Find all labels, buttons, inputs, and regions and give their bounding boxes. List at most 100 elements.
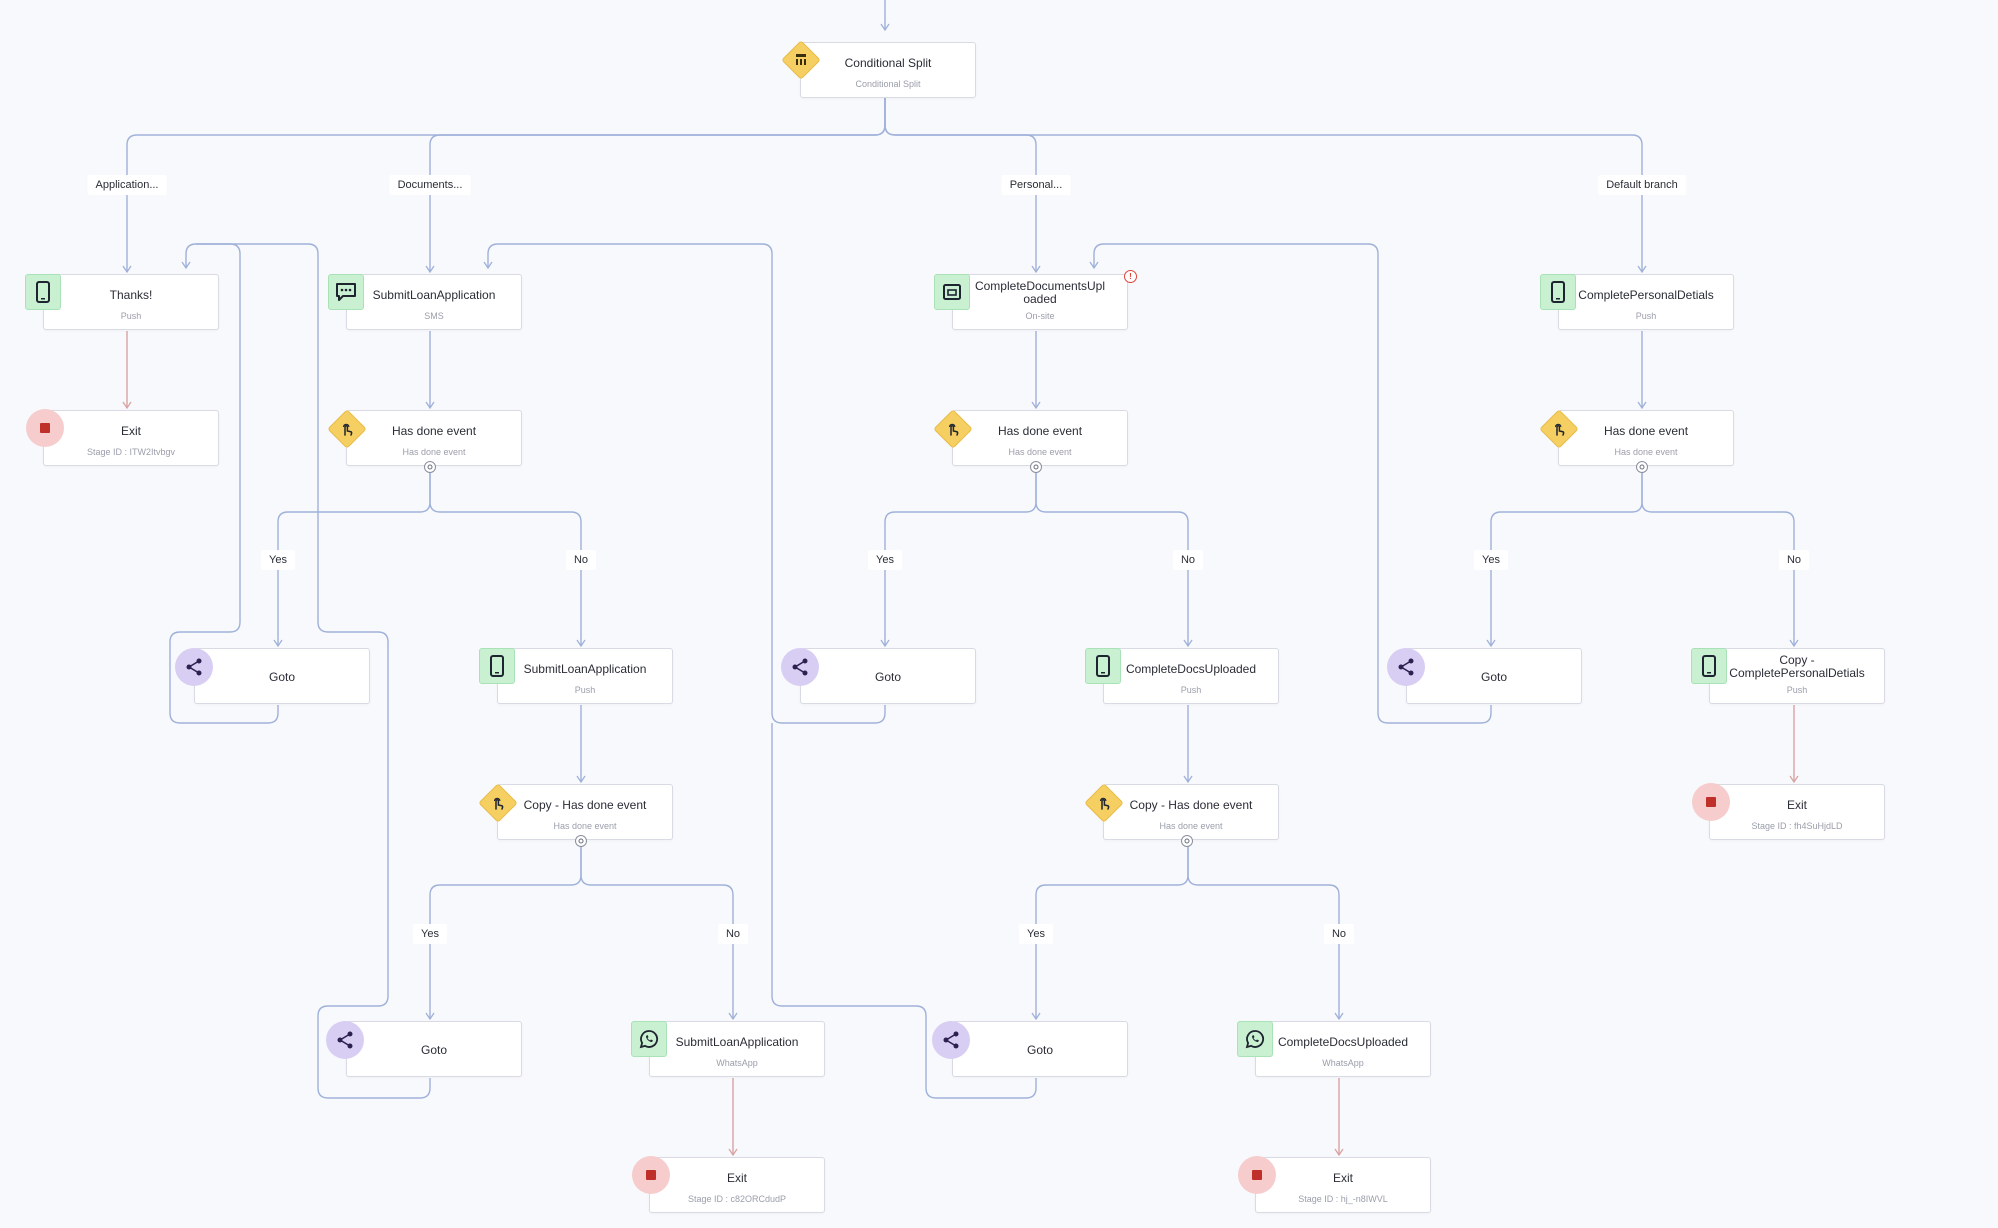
- no-label[interactable]: No: [565, 550, 597, 570]
- no-label[interactable]: No: [1323, 924, 1355, 944]
- node-subtitle: Push: [1786, 685, 1808, 695]
- goto-node[interactable]: Goto: [952, 1021, 1128, 1077]
- no-label[interactable]: No: [717, 924, 749, 944]
- arrow-head: [1031, 401, 1041, 410]
- share-goto-icon: [781, 648, 819, 686]
- mobile-phone-icon: [1691, 648, 1727, 684]
- branch-label-default[interactable]: Default branch: [1598, 175, 1686, 195]
- share-goto-icon: [175, 648, 213, 686]
- arrow-head: [1183, 775, 1193, 784]
- has-done-event-node[interactable]: Has done event Has done event: [346, 410, 522, 466]
- gear-icon[interactable]: [1636, 461, 1648, 473]
- stop-exit-icon: [1238, 1156, 1276, 1194]
- connector-line: [126, 98, 886, 272]
- mobile-phone-icon: [479, 648, 515, 684]
- node-title: SubmitLoanApplication: [372, 288, 496, 302]
- share-goto-icon: [326, 1021, 364, 1059]
- exit-node[interactable]: Exit Stage ID : c82ORCdudP: [649, 1157, 825, 1213]
- node-subtitle: Has done event: [1614, 447, 1678, 457]
- push-node-submit-loan-application[interactable]: SubmitLoanApplication Push: [497, 648, 673, 704]
- has-done-event-node[interactable]: Has done event Has done event: [952, 410, 1128, 466]
- gear-icon[interactable]: [575, 835, 587, 847]
- node-title: CompleteDocsUploaded: [1277, 1035, 1409, 1049]
- gear-icon[interactable]: [1030, 461, 1042, 473]
- arrow-head: [1334, 1012, 1344, 1021]
- exit-node[interactable]: Exit Stage ID : fh4SuHjdLD: [1709, 784, 1885, 840]
- whatsapp-node-complete-docs-uploaded[interactable]: CompleteDocsUploaded WhatsApp: [1255, 1021, 1431, 1077]
- arrow-head: [1089, 261, 1099, 270]
- gear-icon[interactable]: [424, 461, 436, 473]
- connector-line: [1490, 467, 1643, 646]
- node-subtitle: SMS: [424, 311, 444, 321]
- node-title: Goto: [420, 1043, 447, 1057]
- branch-label-application[interactable]: Application...: [87, 175, 167, 195]
- yes-label[interactable]: Yes: [413, 924, 447, 944]
- branch-label-documents[interactable]: Documents...: [389, 175, 471, 195]
- arrow-head: [483, 261, 493, 270]
- connector-line: [1641, 467, 1795, 646]
- node-title-line-2: CompletePersonalDetials: [1729, 666, 1865, 680]
- node-subtitle: Has done event: [1159, 821, 1223, 831]
- arrow-head: [1031, 1012, 1041, 1021]
- copy-has-done-event-node[interactable]: Copy - Has done event Has done event: [497, 784, 673, 840]
- share-goto-icon: [1387, 648, 1425, 686]
- yes-label[interactable]: Yes: [868, 550, 902, 570]
- gear-icon[interactable]: [1181, 835, 1193, 847]
- exit-node[interactable]: Exit Stage ID : hj_-n8IWVL: [1255, 1157, 1431, 1213]
- node-subtitle: WhatsApp: [1322, 1058, 1364, 1068]
- goto-node[interactable]: Goto: [194, 648, 370, 704]
- node-title-line-2: oaded: [1023, 292, 1057, 306]
- no-label[interactable]: No: [1172, 550, 1204, 570]
- arrow-head: [1637, 265, 1647, 274]
- whatsapp-icon: [1237, 1021, 1273, 1057]
- node-title: Copy -CompletePersonalDetials: [1710, 654, 1884, 680]
- touch-hand-icon: [933, 409, 973, 449]
- sms-node-submit-loan-application[interactable]: SubmitLoanApplication SMS: [346, 274, 522, 330]
- touch-hand-icon: [1084, 783, 1124, 823]
- arrow-head: [1334, 1148, 1344, 1157]
- touch-hand-icon: [327, 409, 367, 449]
- branch-label-personal[interactable]: Personal...: [1001, 175, 1071, 195]
- stage-id: Stage ID : c82ORCdudP: [687, 1194, 787, 1204]
- goto-node[interactable]: Goto: [1406, 648, 1582, 704]
- has-done-event-node[interactable]: Has done event Has done event: [1558, 410, 1734, 466]
- push-node-copy-complete-personal-detials[interactable]: Copy -CompletePersonalDetials Push: [1709, 648, 1885, 704]
- yes-label[interactable]: Yes: [261, 550, 295, 570]
- push-node-thanks[interactable]: Thanks! Push: [43, 274, 219, 330]
- node-title: Goto: [1480, 670, 1507, 684]
- exit-node[interactable]: Exit Stage ID : ITW2Itvbgv: [43, 410, 219, 466]
- goto-node[interactable]: Goto: [800, 648, 976, 704]
- no-label[interactable]: No: [1778, 550, 1810, 570]
- node-subtitle: Push: [1180, 685, 1202, 695]
- whatsapp-node-submit-loan-application[interactable]: SubmitLoanApplication WhatsApp: [649, 1021, 825, 1077]
- connector-line: [429, 98, 886, 272]
- node-title: Goto: [874, 670, 901, 684]
- arrow-head: [1637, 401, 1647, 410]
- node-title: CompletePersonalDetials: [1578, 288, 1714, 302]
- node-title: Thanks!: [109, 288, 153, 302]
- touch-hand-icon: [478, 783, 518, 823]
- yes-label[interactable]: Yes: [1474, 550, 1508, 570]
- stage-id: Stage ID : hj_-n8IWVL: [1298, 1194, 1388, 1204]
- arrow-head: [880, 639, 890, 648]
- conditional-split-node[interactable]: Conditional Split Conditional Split: [800, 42, 976, 98]
- copy-has-done-event-node[interactable]: Copy - Has done event Has done event: [1103, 784, 1279, 840]
- mobile-phone-icon: [25, 274, 61, 310]
- arrow-head: [728, 1012, 738, 1021]
- stage-id: Stage ID : ITW2Itvbgv: [86, 447, 176, 457]
- mobile-phone-icon: [1085, 648, 1121, 684]
- node-title: Exit: [1332, 1171, 1353, 1185]
- warning-icon[interactable]: !: [1124, 270, 1137, 283]
- arrow-head: [1031, 265, 1041, 274]
- yes-label[interactable]: Yes: [1019, 924, 1053, 944]
- connector-line: [1187, 841, 1340, 1019]
- node-subtitle: Has done event: [1008, 447, 1072, 457]
- goto-node[interactable]: Goto: [346, 1021, 522, 1077]
- push-node-complete-docs-uploaded[interactable]: CompleteDocsUploaded Push: [1103, 648, 1279, 704]
- node-title: Has done event: [997, 424, 1083, 438]
- push-node-complete-personal-detials[interactable]: CompletePersonalDetials Push: [1558, 274, 1734, 330]
- node-subtitle: Has done event: [553, 821, 617, 831]
